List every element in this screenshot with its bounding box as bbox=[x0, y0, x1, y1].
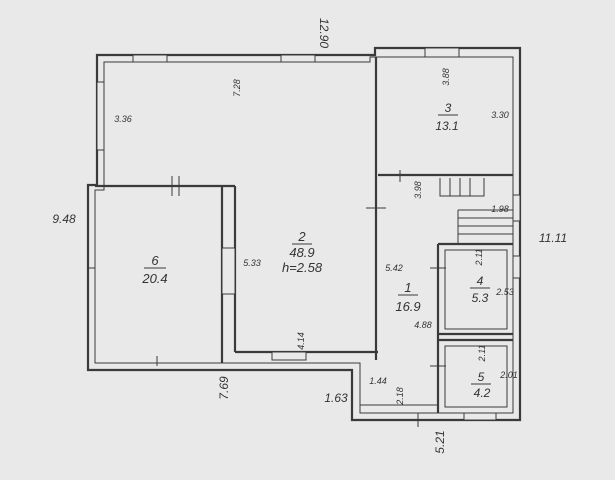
room-4-number: 4 bbox=[477, 274, 484, 288]
dim-3-98: 3.98 bbox=[413, 181, 423, 199]
room-2-number: 2 bbox=[297, 229, 306, 244]
windows bbox=[96, 47, 521, 421]
dim-2-11-top: 2.11 bbox=[474, 249, 484, 267]
dim-4-88: 4.88 bbox=[414, 320, 432, 330]
room-2-height: h=2.58 bbox=[282, 260, 323, 275]
dim-right-height: 11.11 bbox=[539, 231, 567, 245]
dim-7-28: 7.28 bbox=[232, 79, 242, 97]
dim-5-33: 5.33 bbox=[243, 258, 261, 268]
room-6-area: 20.4 bbox=[141, 271, 167, 286]
dim-bottom-step: 1.63 bbox=[324, 391, 348, 405]
dim-bottom-left: 7.69 bbox=[217, 376, 231, 400]
outer-wall-inner-line bbox=[94, 56, 514, 414]
dim-overall-width: 12.90 bbox=[317, 18, 331, 48]
dim-3-30: 3.30 bbox=[491, 110, 509, 120]
staircase bbox=[439, 178, 513, 244]
dim-2-01: 2.01 bbox=[499, 370, 518, 380]
dim-3-36: 3.36 bbox=[114, 114, 132, 124]
wall-room4-inner bbox=[444, 249, 508, 330]
window-room3 bbox=[424, 47, 460, 58]
dim-2-11-bottom: 2.11 bbox=[477, 345, 487, 363]
window-top-left bbox=[132, 54, 168, 63]
dim-3-88: 3.88 bbox=[441, 68, 451, 86]
dim-bottom-right: 5.21 bbox=[433, 430, 447, 453]
window-bottom bbox=[271, 351, 307, 361]
room-6-number: 6 bbox=[151, 253, 159, 268]
window-room6-room2 bbox=[221, 247, 236, 295]
dim-1-98: 1.98 bbox=[491, 204, 509, 214]
wall-room5-inner bbox=[444, 345, 508, 408]
dim-4-14: 4.14 bbox=[296, 332, 306, 350]
window-stairs bbox=[512, 194, 521, 222]
door-marks bbox=[88, 170, 446, 427]
window-room5 bbox=[463, 412, 497, 421]
dim-2-18: 2.18 bbox=[395, 387, 405, 406]
room-5-area: 4.2 bbox=[474, 386, 491, 400]
room-4-area: 5.3 bbox=[472, 291, 489, 305]
dim-2-53: 2.53 bbox=[495, 287, 514, 297]
room-5-number: 5 bbox=[478, 370, 485, 384]
room-1-number: 1 bbox=[404, 280, 411, 295]
window-top-middle bbox=[280, 54, 316, 63]
dim-left-height: 9.48 bbox=[52, 212, 76, 226]
dim-5-42: 5.42 bbox=[385, 263, 403, 273]
room-2-area: 48.9 bbox=[289, 245, 314, 260]
window-left bbox=[96, 81, 105, 151]
room-3-number: 3 bbox=[445, 101, 452, 115]
room-1-area: 16.9 bbox=[395, 299, 420, 314]
dim-1-44: 1.44 bbox=[369, 376, 387, 386]
outer-wall bbox=[86, 46, 522, 422]
room-3-area: 13.1 bbox=[435, 119, 458, 133]
window-room4 bbox=[512, 255, 521, 279]
